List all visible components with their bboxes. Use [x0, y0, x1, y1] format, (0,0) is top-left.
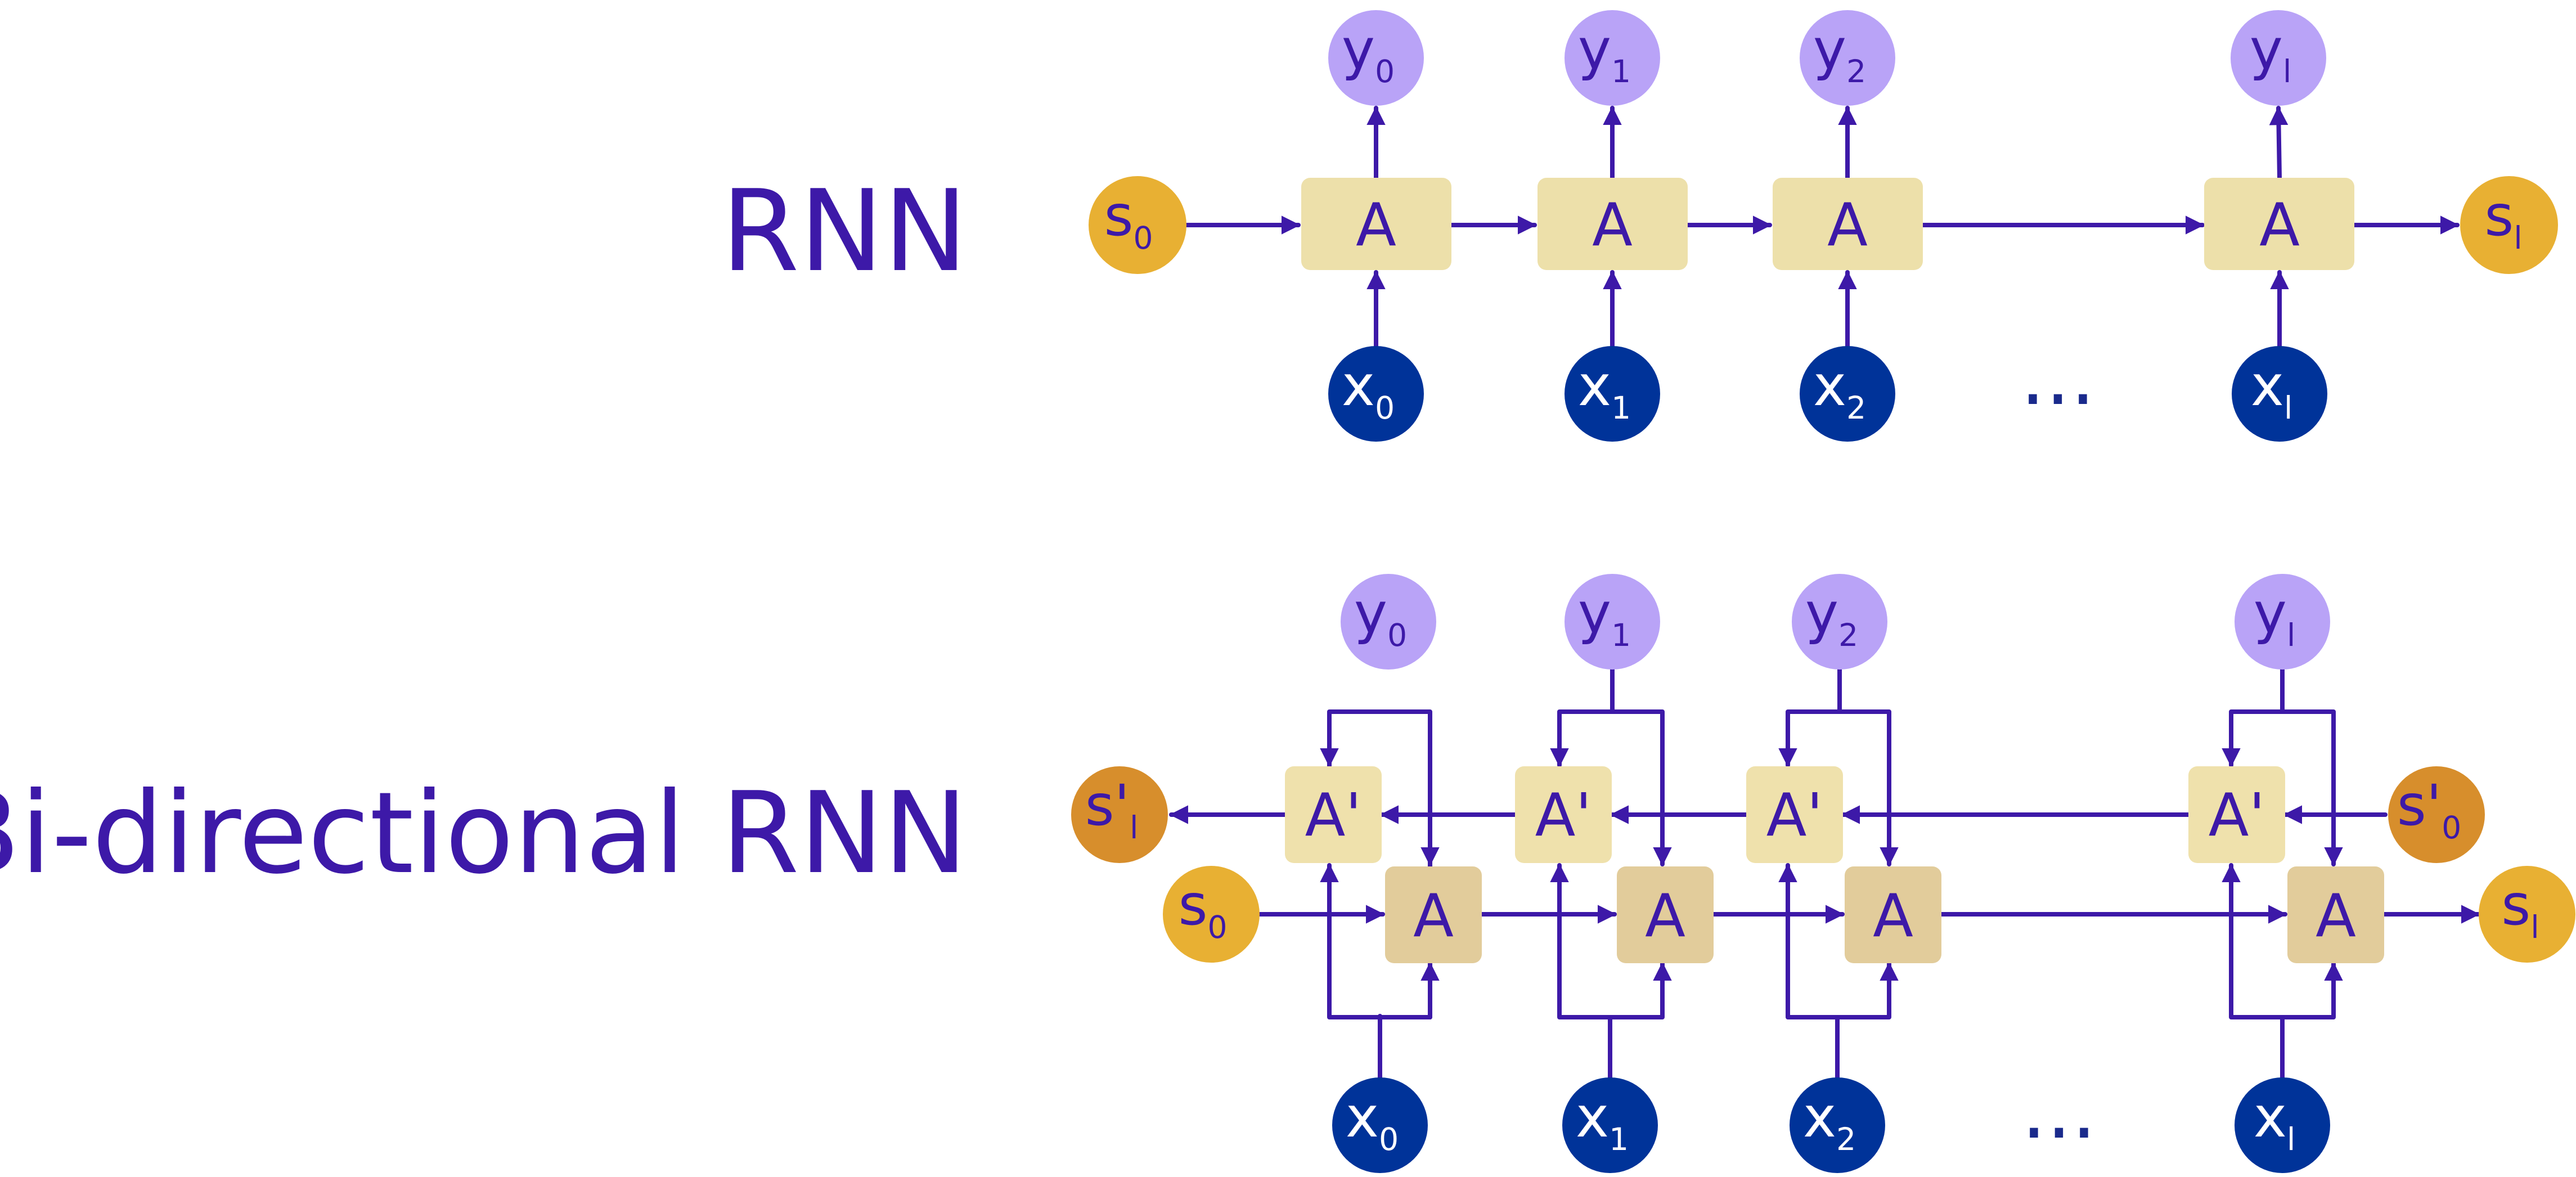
- svg-text:A: A: [1645, 882, 1685, 950]
- rnn-cell: A: [1773, 178, 1923, 270]
- bidir-edge-xl-al: [2280, 962, 2343, 1019]
- bidir-backward-cell: A': [1285, 766, 1382, 863]
- svg-text:y2: y2: [1813, 16, 1866, 89]
- bidir-backward-cell: A': [1746, 766, 1843, 863]
- rnn-cell: A: [1301, 178, 1451, 270]
- svg-text:A: A: [2259, 191, 2300, 259]
- svg-text:A: A: [1356, 191, 1396, 259]
- bidir-forward-cell: A: [1845, 866, 1941, 963]
- svg-text:A: A: [1592, 191, 1633, 259]
- svg-text:s'0: s'0: [2397, 772, 2462, 846]
- svg-text:s0: s0: [1178, 872, 1227, 945]
- bidir-edge-y2-b2: [1778, 709, 1842, 767]
- svg-text:x0: x0: [1342, 353, 1395, 426]
- bidir-edge-x0-b0: [1320, 863, 1382, 1019]
- bidir-output-node: yl: [2235, 574, 2330, 670]
- svg-text:A: A: [1827, 191, 1868, 259]
- svg-text:yl: yl: [2250, 16, 2291, 89]
- rnn-edges: [1185, 106, 2460, 348]
- bidir-edge-x2-a2: [1835, 962, 1899, 1019]
- bidir-edge-xl-bl: [2222, 863, 2285, 1019]
- bidir-output-node: y0: [1341, 574, 1436, 670]
- svg-text:sl: sl: [2501, 872, 2539, 945]
- bidir-ellipsis: ...: [2021, 1065, 2097, 1157]
- svg-text:sl: sl: [2484, 183, 2522, 256]
- bidir-output-node: y1: [1565, 574, 1660, 670]
- rnn-input-node: x1: [1565, 346, 1660, 442]
- bidir-edge-x0-route: [1378, 963, 1432, 1019]
- svg-text:xl: xl: [2254, 1084, 2295, 1157]
- svg-text:x1: x1: [1578, 353, 1631, 426]
- bidir-backward-cell: A': [1515, 766, 1612, 863]
- svg-text:yl: yl: [2254, 580, 2295, 653]
- rnn-output-node: yl: [2231, 10, 2326, 106]
- bidir-forward-cell: A: [1385, 866, 1482, 963]
- svg-text:xl: xl: [2251, 353, 2292, 426]
- bidir-edge-yl-bl: [2222, 709, 2285, 767]
- rnn-output-node: y2: [1800, 10, 1895, 106]
- bidir-label: Bi-directional RNN: [0, 768, 968, 899]
- svg-text:A': A': [1305, 781, 1362, 850]
- rnn-cell: A: [1537, 178, 1688, 270]
- svg-text:A: A: [2316, 882, 2356, 950]
- svg-text:A': A': [1535, 781, 1592, 850]
- rnn-output-node: y0: [1328, 10, 1424, 106]
- bidir-output-node: y2: [1792, 574, 1887, 670]
- bidir-input-node: x2: [1790, 1077, 1885, 1173]
- svg-text:y0: y0: [1342, 16, 1395, 89]
- bidir-state-end: sl: [2479, 866, 2575, 963]
- bidir-edges: [1169, 667, 2480, 1082]
- bidir-backward-cell: A': [2188, 766, 2285, 863]
- svg-text:y2: y2: [1805, 580, 1858, 653]
- bidir-input-node: x1: [1562, 1077, 1658, 1173]
- svg-text:x2: x2: [1803, 1084, 1856, 1157]
- rnn-cell: A: [2204, 178, 2354, 270]
- rnn-ellipsis: ...: [2020, 331, 2096, 423]
- svg-text:y1: y1: [1578, 16, 1631, 89]
- svg-text:A: A: [1413, 882, 1454, 950]
- svg-text:y0: y0: [1354, 580, 1407, 653]
- svg-text:A': A': [1766, 781, 1823, 850]
- rnn-state-start: s0: [1089, 176, 1186, 274]
- bidir-forward-cell: A: [2287, 866, 2384, 963]
- bidir-edge-x1-a1: [1608, 962, 1672, 1019]
- svg-text:x2: x2: [1813, 353, 1866, 426]
- bidir-state-start: s0: [1163, 866, 1260, 963]
- bidir-edge-y2-a2: [1837, 709, 1899, 866]
- bidir-edge-x2-b2: [1778, 863, 1840, 1019]
- bidir-state-prime-end: s'l: [1071, 766, 1168, 863]
- rnn-input-node: x2: [1800, 346, 1895, 442]
- bidir-edge-y1-b1: [1550, 709, 1615, 767]
- svg-text:s0: s0: [1104, 183, 1153, 256]
- bidir-edge-yl-al: [2280, 709, 2343, 866]
- rnn-input-node: x0: [1328, 346, 1424, 442]
- bidir-edge-x1-b1: [1550, 863, 1612, 1019]
- bidir-forward-cell: A: [1617, 866, 1714, 963]
- bidir-state-prime-start: s'0: [2388, 766, 2485, 863]
- svg-text:s'l: s'l: [1085, 772, 1139, 846]
- svg-text:A': A': [2209, 781, 2265, 850]
- svg-text:y1: y1: [1578, 580, 1631, 653]
- svg-text:x1: x1: [1576, 1084, 1629, 1157]
- bidir-edge-y1-a1: [1610, 709, 1672, 866]
- rnn-state-end: sl: [2460, 176, 2558, 274]
- rnn-label: RNN: [721, 166, 968, 297]
- rnn-output-node: y1: [1565, 10, 1660, 106]
- bidir-input-node: x0: [1332, 1077, 1428, 1173]
- rnn-edge-al-yl: [2269, 106, 2289, 180]
- svg-text:A: A: [1873, 882, 1913, 950]
- bidir-input-node: xl: [2235, 1077, 2330, 1173]
- rnn-input-node: xl: [2232, 346, 2327, 442]
- svg-text:x0: x0: [1346, 1084, 1399, 1157]
